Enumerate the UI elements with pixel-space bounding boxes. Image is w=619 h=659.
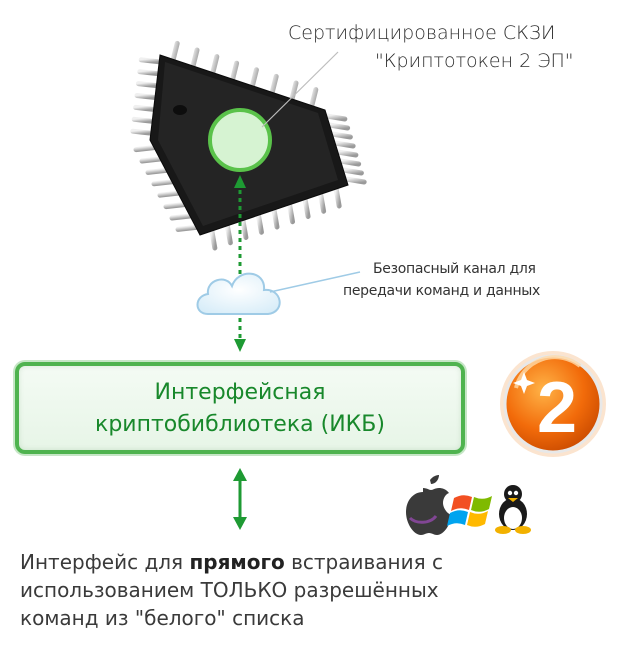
chip-pin-bottom (240, 218, 249, 240)
chip-pin-right (332, 140, 356, 149)
ikb-box: Интерфейсная криптобиблиотека (ИКБ) (15, 362, 465, 454)
chip-pin-left-lower (169, 213, 193, 221)
chip-pin-bottom (209, 228, 218, 251)
chip-pin-right (324, 113, 348, 122)
chip-pin-left-upper (131, 116, 155, 124)
windows-icon (447, 495, 492, 527)
chip-pin-left-lower (163, 202, 187, 210)
chip-pin-bottom (333, 186, 342, 209)
bottom-line2: использованием ТОЛЬКО разрешённых (20, 578, 439, 602)
chip-pin-bottom (302, 197, 311, 219)
chip-pin-right (340, 167, 364, 176)
direct-arrow-head-down (233, 517, 247, 530)
chip-label-line1: Сертифицированное СКЗИ (288, 22, 556, 44)
direct-arrow-head-up (233, 468, 247, 481)
arrow-head-up (234, 175, 246, 188)
chip-pin-right (329, 131, 353, 140)
badge-number: 2 (537, 368, 577, 448)
chip-pin-left-upper (130, 128, 154, 136)
chip-pin-top (190, 47, 200, 69)
ikb-title-line2: криптобиблиотека (ИКБ) (95, 412, 385, 437)
chip-pin-top (210, 54, 220, 76)
cloud-icon (196, 272, 281, 315)
chip-secure-element-circle (208, 108, 272, 172)
chip-pin-left-lower (175, 224, 199, 232)
chip-pin-left-upper (134, 93, 158, 100)
chip-pin-left-lower (145, 167, 169, 175)
label-pointer-line (261, 51, 339, 128)
chip-pin-left-upper (135, 81, 159, 89)
ikb-title-line1: Интерфейсная (154, 380, 326, 405)
chip-pin-bottom (271, 207, 280, 230)
channel-pointer-line (269, 271, 361, 293)
bottom-line1-bold: прямого (189, 550, 285, 574)
chip-pin-bottom (224, 223, 233, 246)
bottom-line1: Интерфейс для прямого встраивания с (20, 548, 443, 576)
chip-pin-top (230, 60, 240, 82)
chip-pin-right (335, 149, 359, 158)
chip-pin-left-lower (157, 190, 181, 198)
chip-pin-right (343, 176, 367, 185)
bottom-line1-post: встраивания с (284, 550, 443, 574)
cryptotoken-2-badge: 2 (500, 351, 606, 457)
chip-pin-left-upper (137, 69, 161, 77)
channel-label-line1: Безопасный канал для (373, 261, 536, 277)
chip-pin-left-upper (138, 57, 162, 65)
chip-pin-top (170, 40, 180, 62)
chip-pin-left-lower (139, 156, 163, 164)
bottom-line3: команд из "белого" списка (20, 606, 305, 630)
chip-pin-left-lower (133, 145, 157, 153)
channel-label-line2: передачи команд и данных (343, 283, 541, 299)
chip-pin-bottom (255, 212, 264, 235)
apple-icon (406, 475, 451, 535)
chip-pin-top (249, 67, 259, 89)
chip-pin-bottom (318, 191, 327, 214)
linux-icon (495, 485, 531, 534)
chip-pin-left-upper (133, 104, 157, 112)
chip-pin1-marker (173, 105, 187, 115)
chip-pin-left-lower (151, 179, 175, 187)
chip-pin-right (327, 122, 351, 131)
bottom-line1-pre: Интерфейс для (20, 550, 190, 574)
chip-pins (130, 40, 367, 251)
bottom-description: Интерфейс для прямого встраивания с испо… (20, 548, 443, 632)
chip-pin-top (309, 87, 319, 109)
chip-pin-top (269, 73, 279, 95)
chip-pin-bottom (287, 202, 296, 225)
chip-label-line2: "Криптотокен 2 ЭП" (375, 50, 574, 72)
arrow-head-down (234, 339, 246, 352)
chip-pin-right (338, 158, 362, 167)
star-icon (513, 372, 535, 394)
